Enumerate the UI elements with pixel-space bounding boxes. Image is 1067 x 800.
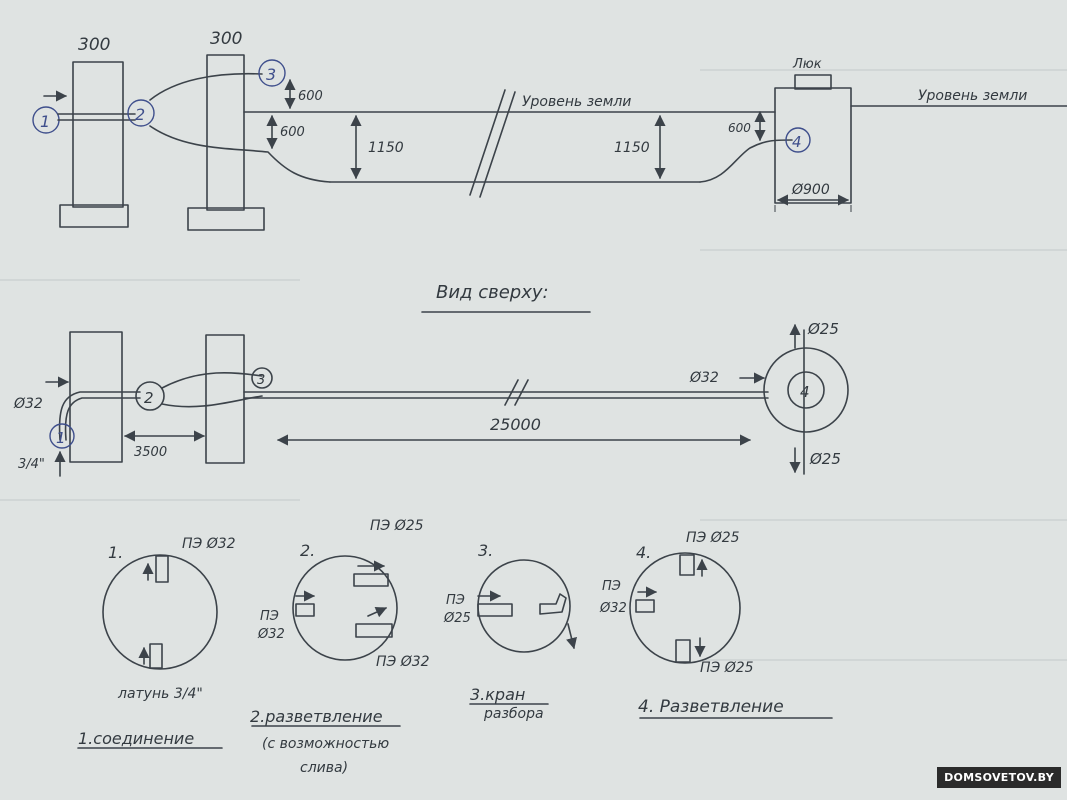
- detail-2-inlet: [295, 603, 315, 617]
- top-inlet-diameter: Ø32: [13, 396, 43, 412]
- detail-4-circle: [629, 552, 741, 664]
- top-node-3-marker: [251, 367, 273, 389]
- top-inlet-pipe: [58, 391, 141, 441]
- detail-2-number: 2.: [300, 541, 315, 560]
- detail-1-label-bottom: латунь 3/4": [117, 686, 203, 702]
- detail-4-inlet: [635, 599, 655, 613]
- ground-level-right-label: Уровень земли: [918, 88, 1027, 104]
- top-view: Вид сверху: Ø32 1 3/4" 2 3 3500 25000: [13, 282, 849, 477]
- detail-3: 3. ПЭ Ø25 3.кран разбора: [443, 541, 577, 722]
- distance-main-label: 25000: [490, 415, 541, 434]
- node-3-marker: [258, 59, 286, 87]
- top-wall-2: [205, 334, 245, 464]
- branch-lower-pipe: [149, 125, 331, 183]
- detail-4-caption: 4. Разветвление: [638, 697, 784, 717]
- branch-upper-pipe: [149, 72, 263, 101]
- wall-2-thickness: 300: [210, 29, 242, 49]
- rise-to-well-pipe: [699, 139, 793, 183]
- node-1-label: 1: [40, 112, 50, 131]
- wall-1: [72, 61, 124, 208]
- depth-c-label: 600: [728, 121, 751, 135]
- top-brass-size: 3/4": [18, 457, 45, 472]
- detail-1: 1. ПЭ Ø32 латунь 3/4" 1.соединение: [77, 536, 236, 749]
- node-2-label: 2: [135, 105, 145, 124]
- top-node-3-label: 3: [257, 373, 265, 388]
- break-mark-1: [469, 89, 506, 196]
- background-paper-lines: [0, 69, 1067, 661]
- detail-1-pe-fitting: [155, 555, 169, 583]
- detail-3-number: 3.: [478, 541, 493, 560]
- detail-4-number: 4.: [636, 543, 651, 562]
- detail-2: 2. ПЭ Ø25 ПЭ Ø32 ПЭ Ø32 2.разветвление (…: [250, 518, 430, 776]
- detail-3-caption-line2: разбора: [483, 706, 544, 722]
- wall-2-footing: [187, 207, 265, 231]
- top-well-outer: [763, 347, 849, 433]
- detail-2-arrow-lower: [367, 606, 388, 618]
- top-view-title: Вид сверху:: [436, 282, 549, 303]
- node-3-label: 3: [266, 65, 276, 84]
- distance-walls-label: 3500: [134, 445, 167, 460]
- depth-a-label: 600: [298, 89, 323, 104]
- detail-1-label-top: ПЭ Ø32: [182, 536, 236, 552]
- wall-1-thickness: 300: [78, 35, 110, 55]
- detail-4-label-bottom: ПЭ Ø25: [700, 660, 754, 676]
- top-node-1-marker: [49, 423, 75, 449]
- detail-4-upper-outlet: [679, 554, 695, 576]
- top-break-mark-2: [514, 379, 529, 406]
- depth-main-left-label: 1150: [368, 140, 404, 156]
- detail-1-caption: 1.соединение: [78, 729, 194, 748]
- detail-4-label-top: ПЭ Ø25: [686, 530, 740, 546]
- detail-4: 4. ПЭ Ø25 ПЭ Ø32 ПЭ Ø25 4. Разветвление: [599, 530, 833, 719]
- detail-1-brass-fitting: [149, 643, 163, 669]
- side-view: 300 300 1 2 3 Уровень земли 600 600: [32, 29, 1067, 231]
- detail-2-label-bottom: ПЭ Ø32: [376, 654, 430, 670]
- detail-3-label-left-1: ПЭ: [446, 593, 465, 608]
- detail-3-arrow-out: [566, 623, 577, 650]
- branch-down-label: Ø25: [809, 450, 841, 468]
- depth-main-right-label: 1150: [614, 140, 650, 156]
- detail-1-number: 1.: [108, 543, 123, 562]
- detail-3-valve: [539, 593, 567, 615]
- detail-2-circle: [292, 555, 398, 661]
- detail-3-inlet: [477, 603, 513, 617]
- detail-1-circle: [102, 554, 218, 670]
- detail-2-caption-line2: (с возможностью: [262, 736, 389, 752]
- node-4-label: 4: [792, 133, 802, 151]
- top-node-2-marker: [135, 381, 165, 411]
- top-wall-1: [69, 331, 123, 463]
- wall-2: [206, 54, 245, 211]
- detail-2-label-left-2: Ø32: [257, 627, 285, 642]
- detail-4-label-left-1: ПЭ: [602, 579, 621, 594]
- top-inlet-pipe-2: [64, 397, 141, 441]
- wall-1-footing: [59, 204, 129, 228]
- branch-up-label: Ø25: [807, 320, 839, 338]
- well-hatch: [794, 74, 832, 90]
- node-4-marker: [785, 127, 811, 153]
- detail-2-label-top: ПЭ Ø25: [370, 518, 424, 534]
- detail-3-circle: [477, 559, 571, 653]
- well-diameter-label: Ø900: [791, 182, 830, 198]
- top-main-diameter: Ø32: [689, 370, 719, 386]
- detail-4-lower-outlet: [675, 639, 691, 663]
- top-node-1-label: 1: [56, 429, 66, 447]
- top-branch-upper: [161, 371, 263, 389]
- detail-4-label-left-2: Ø32: [599, 601, 627, 616]
- detail-2-lower-outlet: [355, 623, 393, 638]
- top-break-mark-1: [504, 379, 519, 406]
- detail-2-caption: 2.разветвление: [250, 707, 383, 726]
- detail-3-label-left-2: Ø25: [443, 611, 471, 626]
- detail-3-caption: 3.кран: [470, 685, 525, 704]
- top-node-2-label: 2: [144, 389, 154, 407]
- depth-b-label: 600: [280, 125, 305, 140]
- ground-level-left-label: Уровень земли: [522, 94, 631, 110]
- detail-2-upper-outlet: [353, 573, 389, 587]
- watermark-badge: DOMSOVETOV.BY: [937, 767, 1061, 788]
- break-mark-2: [479, 91, 516, 198]
- top-well-inner: [787, 371, 825, 409]
- detail-2-caption-line3: слива): [300, 760, 348, 776]
- node-2-marker: [127, 99, 155, 127]
- detail-2-label-left-1: ПЭ: [260, 609, 279, 624]
- hatch-label: Люк: [792, 57, 822, 72]
